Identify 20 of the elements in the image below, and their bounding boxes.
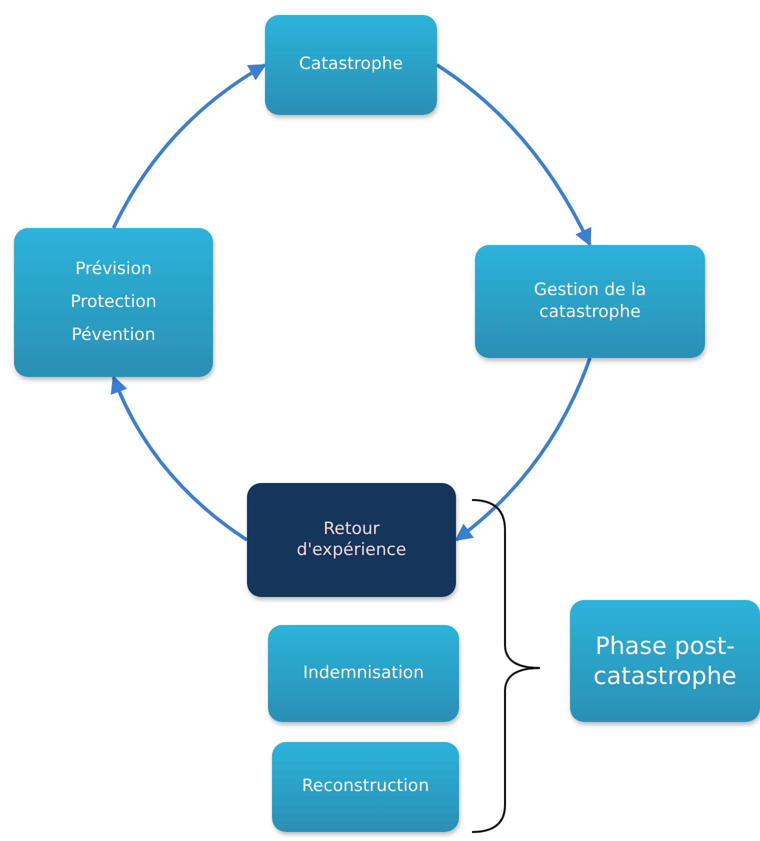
process-box: [475, 245, 705, 358]
process-box: [247, 483, 456, 597]
box-label: Gestion de la catastrophe: [532, 280, 648, 323]
curved-arrow: [454, 357, 592, 542]
box-label: Prévision: [75, 258, 152, 280]
box-label: Protection: [70, 292, 156, 314]
box-label: Reconstruction: [302, 776, 430, 798]
box-label: Indemnisation: [303, 662, 424, 684]
process-box: [14, 228, 213, 377]
process-box: [265, 15, 437, 115]
process-box: [272, 742, 459, 832]
box-label: Pévention: [72, 325, 156, 346]
box-label: Retour d'expérience: [296, 518, 408, 562]
curved-arrow: [436, 64, 592, 247]
process-box: [268, 625, 459, 722]
process-box: [570, 600, 760, 722]
box-label: Phase post-catastrophe: [592, 631, 738, 691]
box-label: Catastrophe: [299, 54, 403, 76]
curved-arrow: [112, 64, 266, 229]
curved-arrow: [111, 375, 248, 542]
